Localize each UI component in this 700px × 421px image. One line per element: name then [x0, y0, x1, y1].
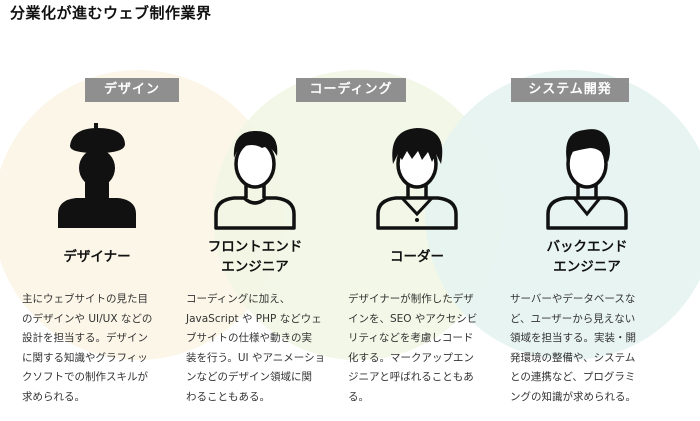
description-line: のデザインや UI/UX などの: [22, 312, 153, 325]
category-tag-coding: コーディング: [296, 78, 406, 102]
description-line: との連携など、プログラミ: [510, 371, 636, 383]
role-name-backend: バックエンド エンジニア: [512, 237, 662, 277]
description-line: 化する。マークアップエン: [348, 351, 474, 364]
description-line: ジニアと呼ばれることもあ: [348, 371, 474, 383]
description-line: 求められる。: [22, 390, 85, 403]
description-line: ブサイトの仕様や動きの実: [186, 332, 312, 344]
category-tag-system: システム開発: [511, 78, 629, 102]
description-line: ンなどのデザイン領域に関: [186, 371, 312, 383]
description-line: クソフトでの制作スキルが: [22, 371, 148, 383]
description-line: 設計を担当する。デザイン: [22, 332, 148, 344]
description-line: わることもある。: [186, 390, 270, 403]
description-line: サーバーやデータベースな: [510, 293, 636, 305]
description-line: ングの知識が求められる。: [510, 390, 636, 403]
backend-engineer-vneck-person-icon: [546, 129, 628, 230]
description-line: に関する知識やグラフィッ: [22, 351, 148, 364]
coder-collared-person-icon: [376, 128, 458, 230]
role-name-line: エンジニア: [221, 259, 289, 275]
role-name-line: デザイナー: [63, 249, 131, 265]
frontend-engineer-person-icon: [214, 130, 296, 230]
role-name-coder: コーダー: [342, 247, 492, 267]
description-line: 主にウェブサイトの見た目: [22, 293, 148, 305]
role-name-line: コーダー: [390, 249, 444, 265]
description-line: ど、ユーザーから見えない: [510, 312, 636, 325]
role-description-backend: サーバーやデータベースな ど、ユーザーから見えない 領域を担当する。実装・開 発…: [510, 290, 658, 407]
page-title: 分業化が進むウェブ制作業界: [10, 4, 212, 22]
description-line: コーディングに加え、: [186, 293, 291, 305]
system-circle: [425, 70, 700, 360]
role-description-coder: デザイナーが制作したデザ インを、SEO やアクセシビ リティなどを考慮しコード…: [348, 290, 496, 407]
role-name-line: エンジニア: [553, 259, 621, 275]
description-line: 装を行う。UI やアニメーショ: [186, 351, 326, 364]
role-name-line: フロントエンド: [207, 239, 303, 255]
description-line: インを、SEO やアクセシビ: [348, 312, 478, 325]
designer-beret-person-icon: [58, 123, 136, 228]
description-line: る。: [348, 390, 369, 403]
description-line: 領域を担当する。実装・開: [510, 332, 636, 344]
description-line: デザイナーが制作したデザ: [348, 293, 474, 305]
role-description-designer: 主にウェブサイトの見た目 のデザインや UI/UX などの 設計を担当する。デザ…: [22, 290, 170, 407]
role-description-frontend: コーディングに加え、 JavaScript や PHP などウェ ブサイトの仕様…: [186, 290, 334, 407]
category-tag-design: デザイン: [85, 78, 179, 102]
description-line: 発環境の整備や、システム: [510, 351, 636, 364]
role-name-line: バックエンド: [546, 239, 628, 255]
role-name-frontend: フロントエンド エンジニア: [180, 237, 330, 277]
description-line: JavaScript や PHP などウェ: [186, 312, 322, 325]
role-name-designer: デザイナー: [22, 247, 172, 267]
description-line: リティなどを考慮しコード: [348, 332, 474, 344]
